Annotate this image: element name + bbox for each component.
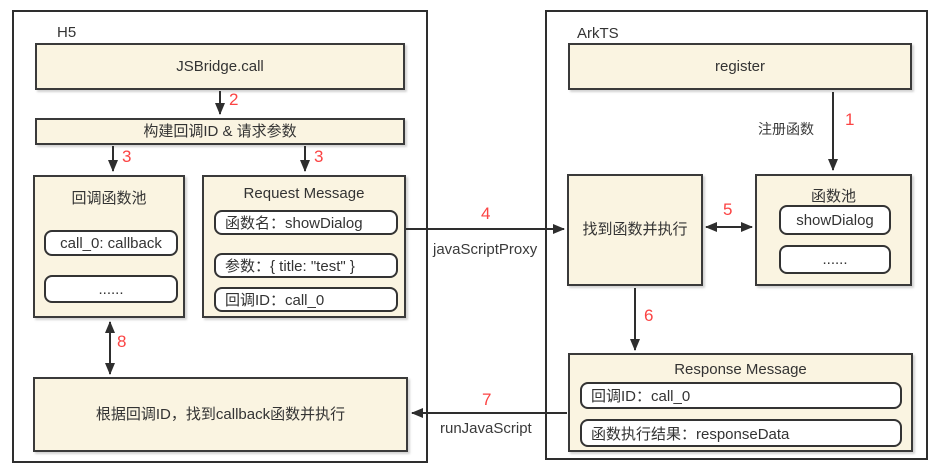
- request-message-item: 参数：{ title: "test" }: [214, 253, 398, 278]
- response-message-item: 函数执行结果：responseData: [580, 419, 902, 447]
- register-box: register: [568, 43, 912, 90]
- function-pool-item: showDialog: [779, 205, 891, 235]
- arkts-container-label: ArkTS: [577, 25, 619, 42]
- request-message-box: Request Message 函数名：showDialog 参数：{ titl…: [202, 175, 406, 318]
- callback-pool-box: 回调函数池 call_0: callback ......: [33, 175, 185, 318]
- function-pool-box: 函数池 showDialog ......: [755, 174, 912, 286]
- response-message-box: Response Message 回调ID：call_0 函数执行结果：resp…: [568, 353, 913, 452]
- request-message-title: Request Message: [243, 185, 365, 202]
- callback-pool-item: ......: [44, 275, 178, 303]
- response-message-title: Response Message: [674, 361, 807, 378]
- request-message-item: 函数名：showDialog: [214, 210, 398, 235]
- function-pool-title: 函数池: [810, 188, 856, 205]
- jsbridge-call-box: JSBridge.call: [35, 43, 405, 90]
- build-request-box: 构建回调ID & 请求参数: [35, 118, 405, 145]
- response-message-item: 回调ID：call_0: [580, 382, 902, 409]
- callback-pool-title: 回调函数池: [71, 190, 147, 207]
- find-and-execute-box: 找到函数并执行: [567, 174, 703, 286]
- function-pool-item: ......: [779, 245, 891, 274]
- h5-container-label: H5: [57, 24, 77, 41]
- execute-callback-box: 根据回调ID，找到callback函数并执行: [33, 377, 408, 452]
- callback-pool-item: call_0: callback: [44, 230, 178, 256]
- request-message-item: 回调ID：call_0: [214, 287, 398, 312]
